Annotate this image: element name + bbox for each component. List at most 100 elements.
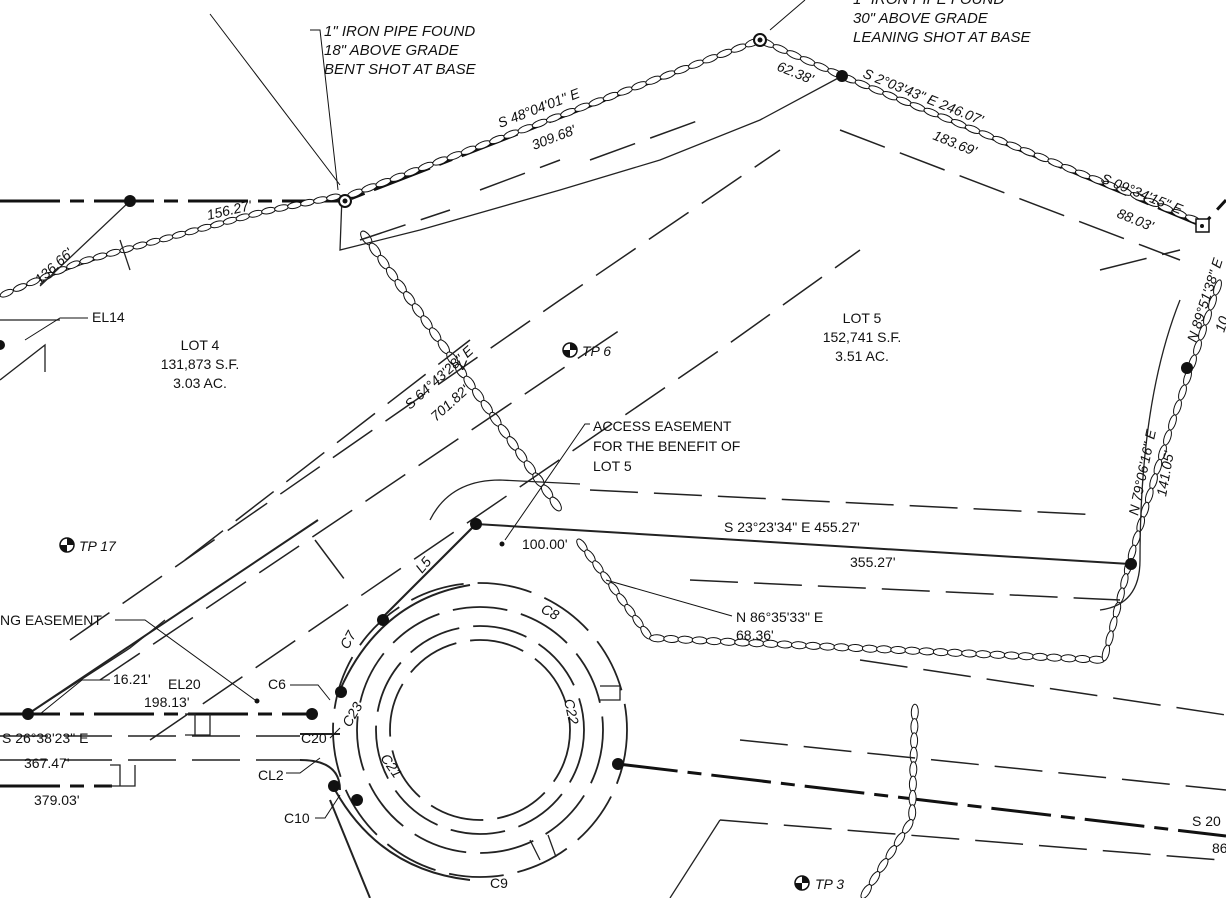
stone-wall-stone (1109, 616, 1118, 633)
access-line3: LOT 5 (593, 458, 632, 474)
tp17-label: TP 17 (79, 538, 117, 554)
label-c10: C10 (284, 810, 310, 826)
label-el20: EL20 (168, 676, 201, 692)
stone-wall-stone (0, 288, 14, 298)
stone-wall-stone (616, 86, 634, 96)
stone-wall-stone (860, 884, 872, 898)
stone-wall-stone (909, 761, 918, 779)
stone-wall-stone (12, 283, 28, 292)
distance-141: 141.05' (1153, 449, 1177, 498)
label-c9: C9 (490, 875, 508, 891)
stone-wall-stone (947, 648, 963, 657)
stone-wall-stone (908, 775, 917, 793)
bearing-access: S 23°23'34" E 455.27' (724, 519, 860, 535)
access-line2: FOR THE BENEFIT OF (593, 438, 740, 454)
distance-355: 355.27' (850, 554, 896, 570)
lot5-area-sf: 152,741 S.F. (823, 329, 902, 345)
stone-wall-stone (910, 732, 919, 750)
stone-wall-stone (517, 124, 534, 134)
north-stone-wall (0, 38, 1202, 298)
distance-86: 86 (1212, 840, 1226, 856)
note-pipe2-line2: 30" ABOVE GRADE (853, 10, 989, 27)
stone-wall-stone (1173, 399, 1182, 416)
survey-points (0, 33, 1210, 806)
label-l5: L5 (412, 554, 434, 576)
stone-wall-stone (1163, 429, 1172, 446)
stone-wall-stone (847, 643, 864, 653)
stone-wall-stone (918, 647, 935, 656)
label-c20: C20 (301, 730, 327, 746)
label-c6: C6 (268, 676, 286, 692)
stone-wall-stone (730, 43, 747, 53)
lot5-area-ac: 3.51 AC. (835, 348, 889, 364)
stone-wall-stone (549, 496, 562, 512)
bearing-tie: N 86°35'33" E (736, 609, 823, 625)
note-access-easement: ACCESS EASEMENT FOR THE BENEFIT OF LOT 5 (593, 418, 740, 474)
distance-88: 88.03' (1115, 205, 1157, 234)
interior-stone-wall (360, 230, 562, 512)
stone-wall-stone (649, 634, 666, 643)
distance-100: 100.00' (522, 536, 568, 552)
stone-wall-stone (1018, 652, 1034, 661)
stone-wall-stone (989, 650, 1006, 659)
stone-wall-stone (26, 277, 41, 287)
label-c7: C7 (337, 627, 360, 651)
stone-wall-stone (910, 703, 919, 721)
stone-wall-stone (904, 646, 921, 655)
distance-379: 379.03' (34, 792, 80, 808)
stone-wall-stone (361, 183, 378, 193)
test-pit-symbol-tp6 (562, 342, 578, 358)
stone-wall-stone (702, 54, 719, 64)
southeast-stone-wall (860, 703, 919, 898)
lot4-area-sf: 131,873 S.F. (161, 356, 240, 372)
label-c23: C23 (339, 699, 366, 729)
stone-wall-stone (673, 64, 690, 75)
stone-wall-stone (446, 151, 463, 161)
stone-wall-stone (677, 635, 694, 644)
distance-198: 198.13' (144, 694, 190, 710)
stone-wall-stone (1101, 644, 1111, 662)
cul-de-sac (0, 582, 628, 898)
stone-wall-stone (574, 102, 591, 112)
stone-wall-stone (1019, 147, 1036, 157)
stone-walls (0, 38, 1222, 898)
test-pit-symbol-tp3 (794, 875, 810, 891)
stone-wall-stone (588, 97, 605, 107)
stone-wall-stone (932, 648, 949, 657)
stone-wall-stone (1003, 651, 1020, 660)
stone-wall-stone (1060, 654, 1077, 663)
test-pit-symbol-tp17 (59, 537, 75, 553)
south-stone-wall (576, 538, 1105, 664)
stone-wall-stone (961, 649, 978, 658)
note-pipe1-line1: 1" IRON PIPE FOUND (324, 23, 475, 40)
stone-wall-stone (890, 645, 907, 655)
stone-wall-stone (720, 637, 736, 646)
bearing-north-b: S 2°03'43" E 246.07' (861, 65, 987, 128)
stone-wall-stone (631, 81, 648, 91)
label-cl2: CL2 (258, 767, 284, 783)
tp3-label: TP 3 (815, 876, 844, 892)
stone-wall-stone (876, 645, 893, 654)
stone-wall-stone (1105, 630, 1114, 647)
stone-wall-stone (1178, 384, 1187, 401)
distance-367: 367.47' (24, 755, 70, 771)
stone-wall-stone (531, 118, 548, 129)
stone-wall-stone (975, 650, 992, 659)
stone-wall-stone (602, 91, 619, 102)
stone-wall-stone (1116, 587, 1125, 604)
stone-wall-stone (1074, 654, 1091, 664)
easement-label-partial: NG EASEMENT (0, 612, 102, 628)
bearing-southeast: S 20 (1192, 813, 1221, 829)
bearing-west: S 26°38'23" E (2, 730, 88, 746)
distance-16: 16.21' (113, 671, 151, 687)
stone-wall-stone (1032, 652, 1049, 661)
label-el14: EL14 (92, 309, 125, 325)
stone-wall-stone (791, 641, 807, 650)
note-iron-pipe-west: 1" IRON PIPE FOUND 18" ABOVE GRADE BENT … (324, 23, 477, 78)
stone-wall-stone (1168, 414, 1177, 431)
stone-wall-stone (313, 196, 328, 204)
distance-10: 10 (1212, 314, 1226, 334)
stone-wall-stone (1061, 163, 1078, 174)
stone-wall-stone (908, 789, 917, 807)
